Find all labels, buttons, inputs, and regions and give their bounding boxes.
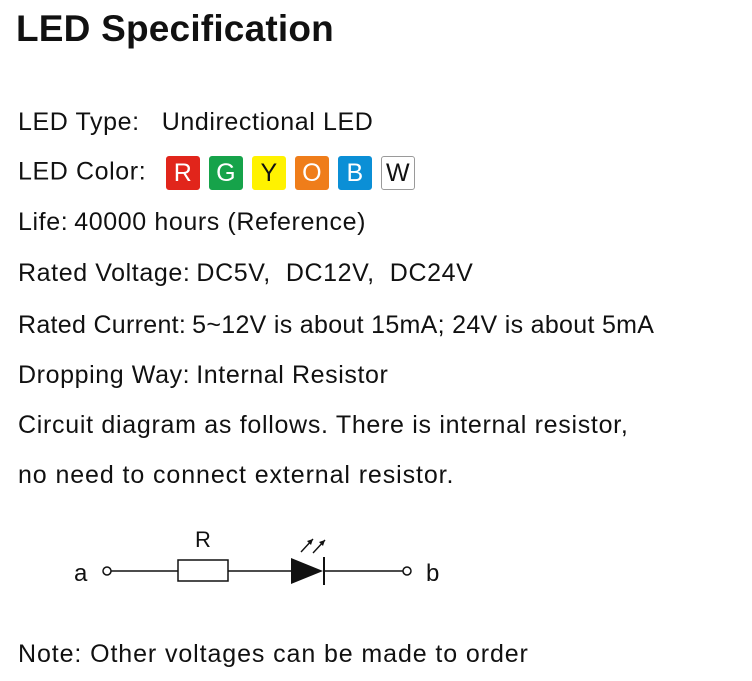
terminal-b-node (402, 566, 412, 576)
led-diode-triangle (291, 558, 323, 584)
dropping-way-row: Dropping Way:Internal Resistor (18, 361, 388, 390)
rated-voltage-row: Rated Voltage:DC5V, DC12V, DC24V (18, 259, 473, 288)
dropping-way-value: Internal Resistor (196, 361, 389, 389)
circuit-description-line-1: Circuit diagram as follows. There is int… (18, 411, 629, 439)
rated-voltage-label: Rated Voltage: (18, 259, 191, 287)
led-type-value: Undirectional LED (161, 108, 374, 136)
life-value: 40000 hours (Reference) (74, 208, 367, 236)
note-text: Note: Other voltages can be made to orde… (18, 640, 529, 668)
life-label: Life: (18, 208, 69, 236)
life-row: Life:40000 hours (Reference) (18, 208, 366, 237)
color-swatch-yellow: Y (251, 156, 286, 190)
led-color-row: LED Color: R G Y O B W (18, 156, 415, 190)
rated-voltage-value: DC5V, DC12V, DC24V (196, 259, 474, 287)
led-color-label: LED Color: (18, 157, 147, 186)
led-emission-arrows (300, 538, 326, 554)
led-type-label: LED Type: (18, 108, 140, 136)
circuit-description-line-2: no need to connect external resistor. (18, 461, 455, 489)
resistor-symbol (177, 559, 229, 582)
color-swatch-blue: B (337, 156, 372, 190)
rated-current-label: Rated Current: (18, 311, 187, 339)
color-swatch-orange: O (294, 156, 329, 190)
page-title: LED Specification (16, 8, 334, 49)
rated-current-row: Rated Current:5~12V is about 15mA; 24V i… (18, 311, 654, 340)
terminal-a-label: a (74, 560, 88, 587)
terminal-b-label: b (426, 560, 439, 587)
resistor-label: R (195, 527, 211, 552)
color-swatch-green: G (208, 156, 243, 190)
circuit-diagram: a R b (0, 515, 752, 605)
color-swatch-red: R (165, 156, 200, 190)
color-swatch-white: W (380, 156, 415, 190)
rated-current-value: 5~12V is about 15mA; 24V is about 5mA (192, 311, 655, 339)
color-swatches: R G Y O B W (165, 156, 415, 190)
terminal-a-node (102, 566, 112, 576)
dropping-way-label: Dropping Way: (18, 361, 191, 389)
led-type-row: LED Type: Undirectional LED (18, 108, 373, 137)
